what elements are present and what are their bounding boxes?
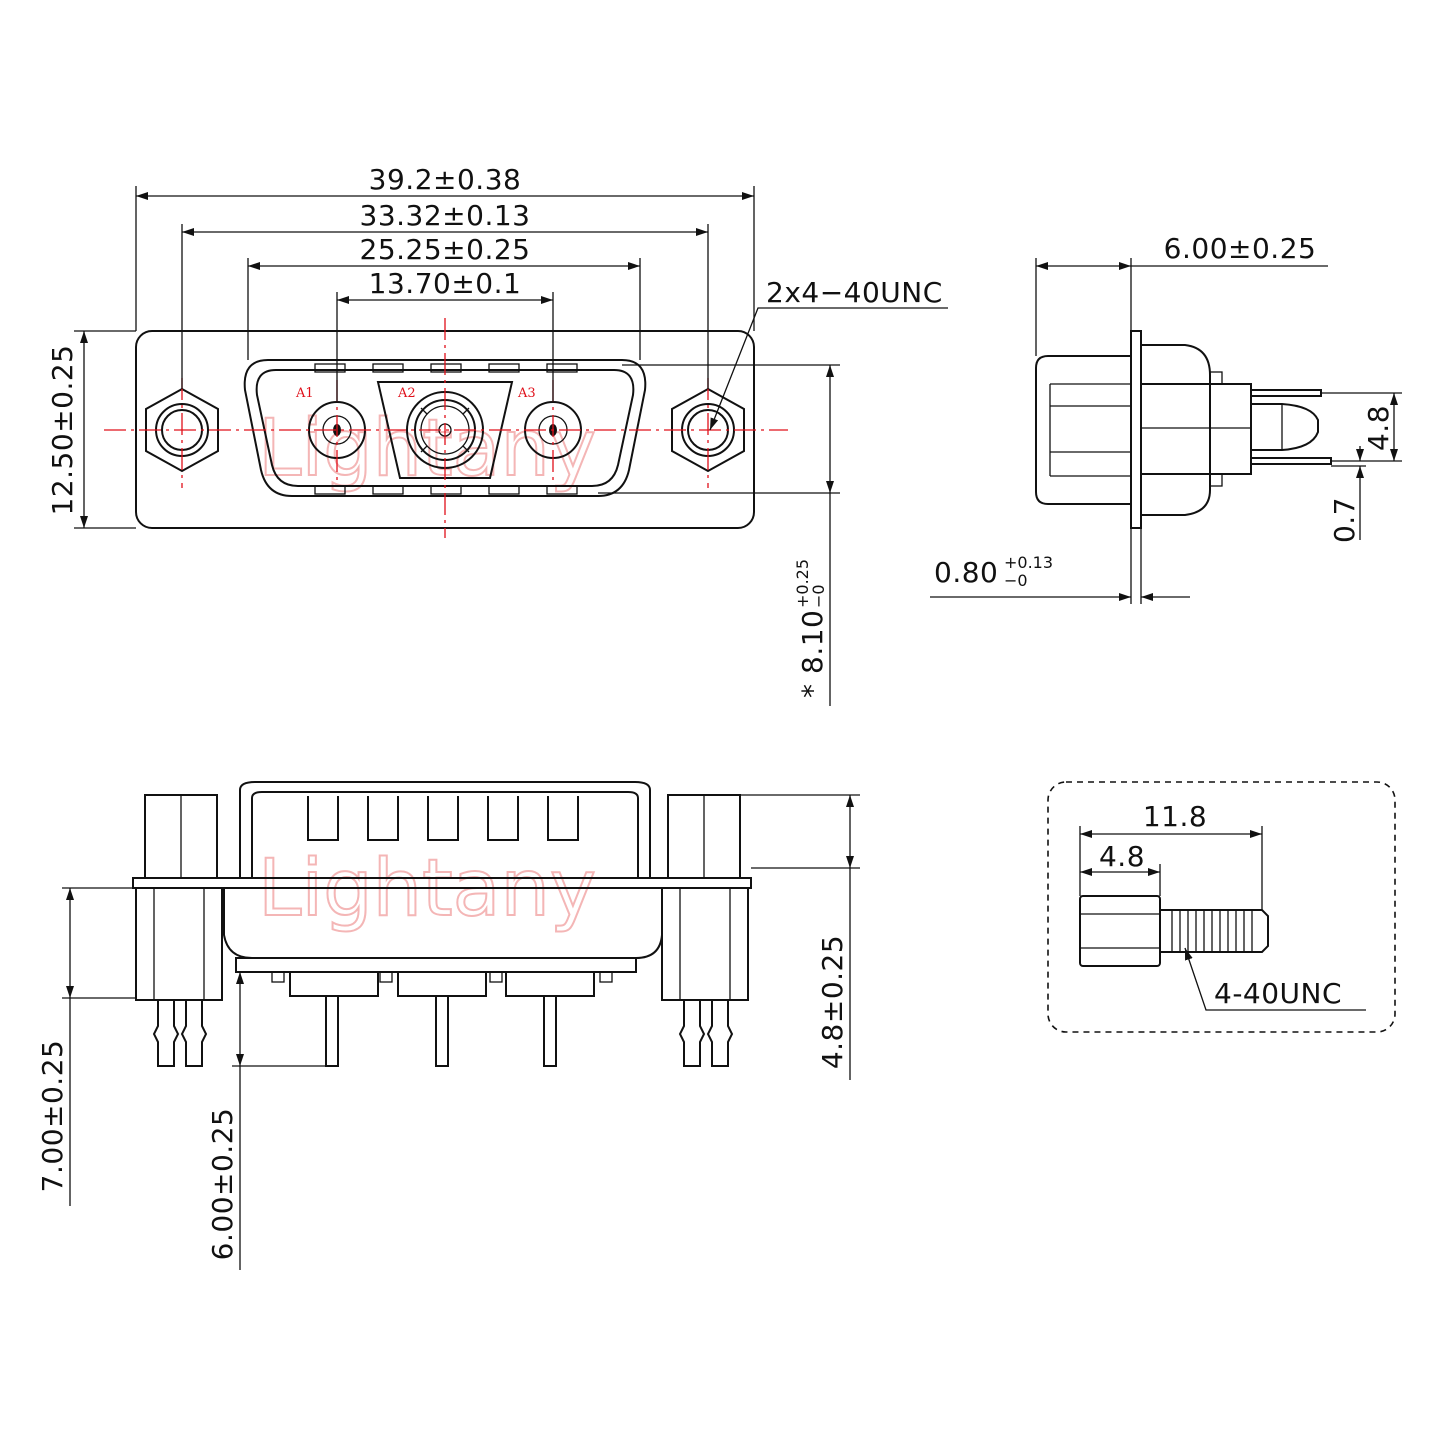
dim-shell-depth-tol-plus: +0.25	[793, 559, 812, 608]
side-flange	[1130, 330, 1142, 529]
bottom-pin-1	[325, 995, 339, 1067]
front-centerlines	[104, 318, 788, 538]
bottom-insert-tab-3	[489, 971, 503, 983]
bottom-plate	[132, 877, 752, 889]
dim-screw-spacing: 33.32±0.13	[360, 199, 531, 232]
dim-pin-offset: 4.8	[1362, 405, 1395, 451]
side-nut-body	[1035, 355, 1132, 505]
dim-flange-tol-minus: −0	[1004, 571, 1028, 590]
dim-flange-group: 0.80 +0.13 −0	[934, 553, 1053, 590]
dim-shell-depth-mark: *	[796, 684, 829, 699]
bottom-d-shell-top-inner	[251, 791, 639, 878]
bottom-contact-block-2	[397, 971, 487, 997]
thread-callout-front: 2x4−40UNC	[766, 276, 943, 309]
bottom-right-board-lock-1	[678, 1000, 706, 1067]
front-extension-lines	[74, 186, 840, 529]
bottom-pin-3	[543, 995, 557, 1067]
left-hex-nut	[145, 387, 219, 473]
bottom-shell-slots	[307, 796, 579, 841]
dim-pin-spacing: 13.70±0.1	[369, 267, 522, 300]
dim-flange: 0.80	[934, 556, 998, 589]
side-coax-tail	[1250, 403, 1319, 451]
dim-standoff-length: 7.00±0.25	[36, 1040, 69, 1193]
bottom-view: 7.00±0.25 6.00±0.25 4.8±0.25	[36, 781, 860, 1270]
dim-screw-total: 11.8	[1143, 800, 1207, 833]
dim-shell-width: 25.25±0.25	[360, 233, 531, 266]
bottom-pin-2	[435, 995, 449, 1067]
bottom-extension-lines	[62, 794, 860, 1067]
bottom-contact-block-1	[289, 971, 379, 997]
side-insert	[1140, 383, 1252, 475]
bottom-insert-tab-2	[379, 971, 393, 983]
side-tab-top	[1209, 371, 1223, 385]
bottom-right-standoff	[661, 888, 749, 1001]
side-extension-lines	[1035, 258, 1402, 604]
pin-label-a3: A3	[517, 386, 536, 401]
side-rear-shell	[1140, 344, 1211, 516]
a2-coax-notches	[420, 407, 470, 453]
watermark-top: Lightany	[258, 404, 596, 494]
front-d-shell-outer	[243, 359, 647, 497]
bottom-contact-block-3	[505, 971, 595, 997]
side-pin-bottom	[1250, 457, 1332, 465]
bottom-right-board-lock-2	[706, 1000, 734, 1067]
bottom-insert-tab-4	[599, 971, 613, 983]
bottom-left-board-lock-1	[152, 1000, 180, 1067]
thread-leader	[709, 307, 948, 431]
screw-hex-head	[1079, 895, 1161, 967]
front-top-slots	[314, 363, 578, 373]
dim-shell-depth: 8.10	[796, 610, 829, 674]
right-hex-nut	[671, 387, 745, 473]
dim-body-depth: 6.00±0.25	[1164, 232, 1317, 265]
dim-shell-depth-tol-minus: −0	[809, 584, 828, 608]
dim-screw-hex: 4.8	[1099, 840, 1145, 873]
dim-pin-length: 6.00±0.25	[206, 1108, 239, 1261]
side-view: 6.00±0.25 0.80 +0.13 −0 4.8 0.7	[930, 232, 1402, 604]
dim-height: 12.50±0.25	[46, 345, 79, 516]
front-bottom-slots	[314, 485, 578, 495]
dim-overall-width: 39.2±0.38	[369, 163, 522, 196]
side-nut-faces	[1049, 383, 1131, 477]
side-tab-bottom	[1209, 473, 1223, 487]
screw-thread-leader	[1184, 947, 1366, 1011]
bottom-d-shell-top	[239, 781, 651, 878]
bottom-left-standoff	[135, 888, 223, 1001]
dim-pin-gap: 0.7	[1328, 497, 1361, 543]
front-d-shell-inner	[255, 369, 635, 487]
dim-shell-height: 4.8±0.25	[816, 935, 849, 1069]
screw-detail-frame	[1047, 781, 1396, 1033]
screw-detail: 11.8 4.8 4-40UNC	[1047, 781, 1396, 1033]
pin-label-a2: A2	[397, 386, 416, 401]
bottom-insert-tab-1	[271, 971, 285, 983]
bottom-insert-base	[235, 957, 637, 973]
front-view: A1 A2 A3	[46, 163, 948, 706]
bottom-left-board-lock-2	[180, 1000, 208, 1067]
thread-callout-screw: 4-40UNC	[1214, 977, 1342, 1010]
screw-threads	[1171, 910, 1253, 952]
dim-flange-tol-plus: +0.13	[1004, 553, 1053, 572]
side-pin-top	[1250, 389, 1322, 397]
dim-shell-depth-group: * 8.10 +0.25 −0	[793, 559, 829, 698]
pin-label-a1: A1	[295, 386, 314, 401]
a2-pocket	[376, 381, 514, 479]
